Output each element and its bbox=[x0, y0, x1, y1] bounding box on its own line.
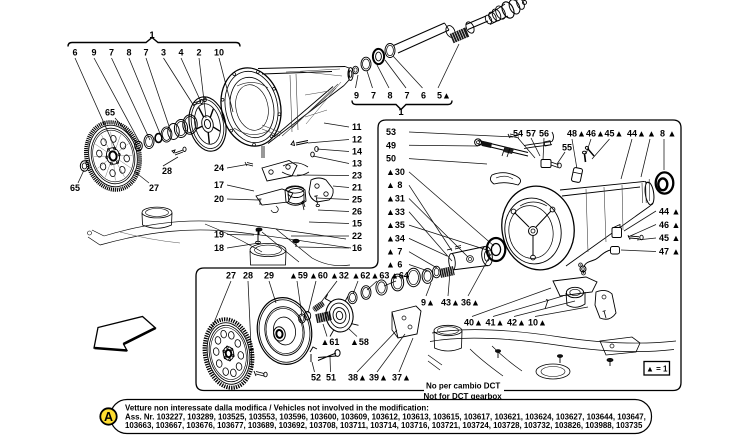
svg-text:8: 8 bbox=[126, 48, 131, 58]
svg-text:28: 28 bbox=[162, 166, 172, 176]
svg-text:2: 2 bbox=[196, 48, 201, 58]
svg-text:51: 51 bbox=[326, 373, 336, 383]
svg-text:4: 4 bbox=[178, 48, 183, 58]
svg-text:▲34: ▲34 bbox=[386, 233, 405, 243]
svg-text:47 ▲: 47 ▲ bbox=[659, 247, 680, 257]
svg-text:10: 10 bbox=[214, 48, 224, 58]
svg-text:46▲: 46▲ bbox=[586, 128, 605, 138]
svg-text:43▲: 43▲ bbox=[441, 298, 460, 308]
svg-text:9: 9 bbox=[354, 90, 359, 100]
svg-text:21: 21 bbox=[352, 183, 362, 193]
svg-text:26: 26 bbox=[352, 207, 362, 217]
svg-text:53: 53 bbox=[386, 127, 396, 137]
svg-text:15: 15 bbox=[352, 219, 362, 229]
svg-text:55: 55 bbox=[562, 142, 572, 152]
svg-text:7: 7 bbox=[371, 90, 376, 100]
svg-text:11: 11 bbox=[352, 122, 362, 132]
svg-text:5▲: 5▲ bbox=[437, 90, 451, 100]
svg-text:8 ▲: 8 ▲ bbox=[660, 128, 676, 138]
svg-text:49: 49 bbox=[386, 140, 396, 150]
svg-text:▲64: ▲64 bbox=[390, 270, 409, 280]
svg-text:Not for DCT gearbox: Not for DCT gearbox bbox=[424, 392, 503, 401]
svg-text:36▲: 36▲ bbox=[461, 298, 480, 308]
svg-text:14: 14 bbox=[352, 147, 362, 157]
svg-text:27: 27 bbox=[226, 270, 236, 280]
svg-text:▲32: ▲32 bbox=[330, 270, 349, 280]
svg-text:▲ 8: ▲ 8 bbox=[386, 180, 402, 190]
svg-text:1: 1 bbox=[398, 107, 404, 118]
svg-text:6: 6 bbox=[421, 90, 426, 100]
svg-text:41▲: 41▲ bbox=[486, 318, 505, 328]
svg-text:39▲: 39▲ bbox=[369, 373, 388, 383]
svg-text:22: 22 bbox=[352, 231, 362, 241]
svg-text:45 ▲: 45 ▲ bbox=[659, 233, 680, 243]
svg-text:103663, 103667, 103676, 103677: 103663, 103667, 103676, 103677, 103689, … bbox=[125, 421, 643, 430]
svg-text:17: 17 bbox=[214, 180, 224, 190]
svg-text:65: 65 bbox=[70, 183, 80, 193]
svg-text:▲60: ▲60 bbox=[309, 270, 328, 280]
svg-text:A: A bbox=[104, 410, 113, 424]
svg-text:18: 18 bbox=[214, 243, 224, 253]
svg-text:38▲: 38▲ bbox=[348, 373, 367, 383]
svg-text:56: 56 bbox=[539, 128, 549, 138]
svg-text:8: 8 bbox=[387, 90, 392, 100]
svg-text:20: 20 bbox=[214, 194, 224, 204]
svg-text:6: 6 bbox=[72, 48, 77, 58]
svg-text:50: 50 bbox=[386, 154, 396, 164]
svg-text:44▲: 44▲ bbox=[627, 128, 646, 138]
svg-text:▲62: ▲62 bbox=[352, 270, 371, 280]
svg-text:52: 52 bbox=[311, 373, 321, 383]
svg-text:▲ = 1: ▲ = 1 bbox=[646, 364, 668, 373]
svg-text:48▲: 48▲ bbox=[567, 128, 586, 138]
svg-text:Ass. Nr. 103227, 103289, 10352: Ass. Nr. 103227, 103289, 103525, 103553,… bbox=[125, 412, 646, 421]
svg-text:13: 13 bbox=[352, 159, 362, 169]
svg-text:40▲: 40▲ bbox=[464, 318, 483, 328]
svg-text:▲33: ▲33 bbox=[386, 207, 405, 217]
svg-text:7: 7 bbox=[404, 90, 409, 100]
svg-text:45▲: 45▲ bbox=[605, 128, 624, 138]
svg-text:65: 65 bbox=[105, 108, 115, 118]
svg-text:28: 28 bbox=[243, 270, 253, 280]
svg-text:19: 19 bbox=[214, 230, 224, 240]
svg-text:1: 1 bbox=[149, 30, 155, 41]
svg-text:▲31: ▲31 bbox=[386, 194, 405, 204]
svg-text:12: 12 bbox=[352, 135, 362, 145]
svg-text:7: 7 bbox=[143, 48, 148, 58]
svg-text:27: 27 bbox=[149, 183, 159, 193]
svg-text:▲ 6: ▲ 6 bbox=[386, 260, 402, 270]
svg-text:▲ 7: ▲ 7 bbox=[386, 247, 402, 257]
svg-text:9: 9 bbox=[91, 48, 96, 58]
svg-text:▲59: ▲59 bbox=[289, 270, 308, 280]
svg-text:25: 25 bbox=[352, 195, 362, 205]
svg-text:No per cambio DCT: No per cambio DCT bbox=[426, 381, 500, 390]
svg-text:▲35: ▲35 bbox=[386, 220, 405, 230]
svg-text:16: 16 bbox=[352, 243, 362, 253]
svg-text:10▲: 10▲ bbox=[528, 318, 547, 328]
svg-text:29: 29 bbox=[264, 270, 274, 280]
svg-text:▲58: ▲58 bbox=[350, 337, 369, 347]
svg-text:3: 3 bbox=[161, 48, 166, 58]
svg-text:37▲: 37▲ bbox=[392, 373, 411, 383]
svg-text:42▲: 42▲ bbox=[507, 318, 526, 328]
svg-text:24: 24 bbox=[214, 163, 224, 173]
svg-text:44 ▲: 44 ▲ bbox=[659, 206, 680, 216]
svg-text:7: 7 bbox=[109, 48, 114, 58]
svg-text:▲61: ▲61 bbox=[321, 337, 340, 347]
svg-text:57: 57 bbox=[526, 128, 536, 138]
svg-text:9▲: 9▲ bbox=[421, 298, 435, 308]
svg-text:23: 23 bbox=[352, 171, 362, 181]
svg-text:▲63: ▲63 bbox=[371, 270, 390, 280]
svg-text:54: 54 bbox=[513, 128, 523, 138]
svg-text:▲: ▲ bbox=[647, 128, 656, 138]
svg-text:▲30: ▲30 bbox=[386, 167, 405, 177]
svg-text:Vetture non interessate dalla: Vetture non interessate dalla modifica /… bbox=[125, 404, 429, 413]
svg-text:46 ▲: 46 ▲ bbox=[659, 220, 680, 230]
